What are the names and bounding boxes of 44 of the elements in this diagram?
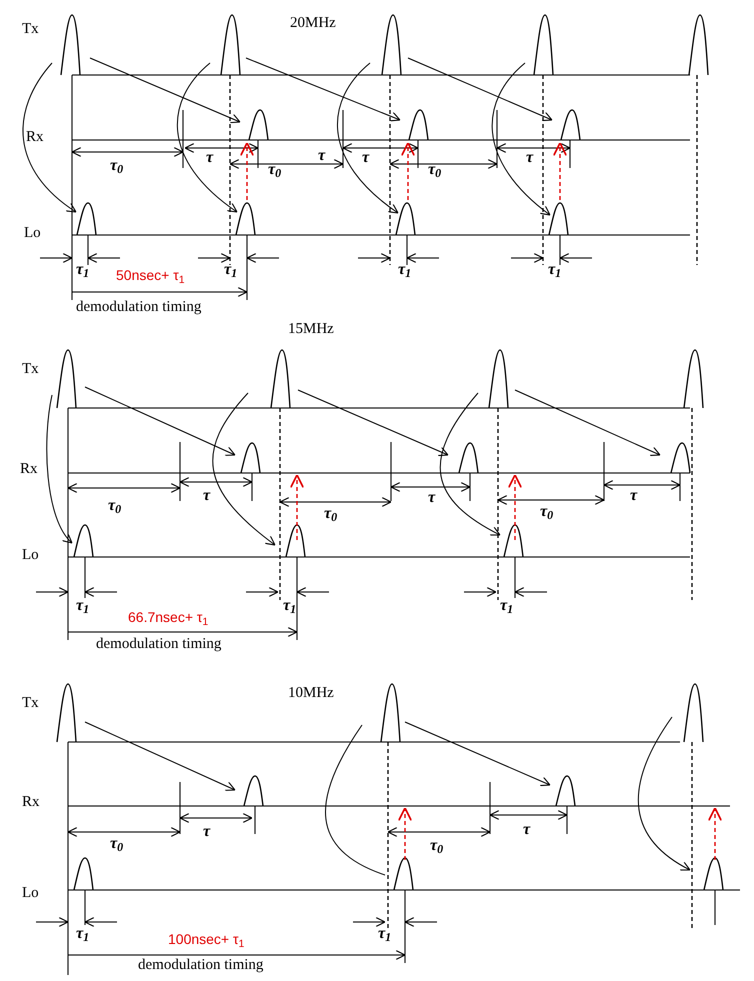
time-interval-label: τ — [526, 150, 534, 166]
time-interval-label: τ — [523, 822, 530, 838]
timing-caption: demodulation timing — [138, 958, 264, 973]
signal-label: Tx — [22, 22, 39, 37]
time-interval-label: τ$_{1}$ — [548, 262, 562, 278]
frequency-label: 15MHz — [288, 322, 334, 337]
time-interval-label: τ$_{1}$ — [378, 926, 392, 942]
time-interval-label: τ$_{0}$ — [430, 838, 444, 854]
signal-label: Lo — [22, 548, 39, 563]
timing-caption: demodulation timing — [96, 637, 222, 652]
signal-label: Lo — [24, 226, 41, 241]
demodulation-delay-label: 66.7nsec+ τ$_{1}$ — [128, 610, 208, 624]
time-interval-label: τ — [362, 150, 370, 166]
signal-label: Lo — [22, 886, 39, 901]
signal-label: Tx — [22, 362, 39, 377]
time-interval-label: τ — [428, 490, 436, 506]
time-interval-label: τ — [203, 824, 210, 840]
time-interval-label: τ$_{1}$ — [224, 262, 238, 278]
time-interval-label: τ$_{1}$ — [398, 262, 412, 278]
time-interval-label: τ$_{0}$ — [324, 506, 338, 522]
timing-caption: demodulation timing — [76, 300, 202, 315]
time-interval-label: τ$_{1}$ — [76, 926, 90, 942]
signal-label: Tx — [22, 696, 39, 711]
time-interval-label: τ$_{0}$ — [428, 162, 442, 178]
frequency-label: 20MHz — [290, 16, 336, 31]
time-interval-label: τ$_{0}$ — [108, 498, 122, 514]
time-interval-label: τ — [630, 488, 638, 504]
time-interval-label: τ$_{1}$ — [76, 598, 90, 614]
time-interval-label: τ — [203, 488, 210, 504]
signal-label: Rx — [26, 130, 44, 145]
time-interval-label: τ — [206, 150, 214, 166]
time-interval-label: τ$_{1}$ — [283, 598, 296, 614]
demodulation-delay-label: 100nsec+ τ$_{1}$ — [168, 932, 244, 946]
demodulation-delay-label: 50nsec+ τ$_{1}$ — [116, 268, 185, 282]
time-interval-label: τ$_{0}$ — [110, 158, 124, 174]
signal-label: Rx — [20, 462, 38, 477]
time-interval-label: τ$_{0}$ — [540, 504, 554, 520]
time-interval-label: τ$_{0}$ — [268, 162, 282, 178]
time-interval-label: τ$_{1}$ — [500, 598, 514, 614]
time-interval-label: τ — [318, 148, 326, 164]
frequency-label: 10MHz — [288, 686, 334, 701]
time-interval-label: τ$_{1}$ — [76, 262, 90, 278]
time-interval-label: τ$_{0}$ — [110, 836, 124, 852]
signal-label: Rx — [22, 795, 40, 810]
